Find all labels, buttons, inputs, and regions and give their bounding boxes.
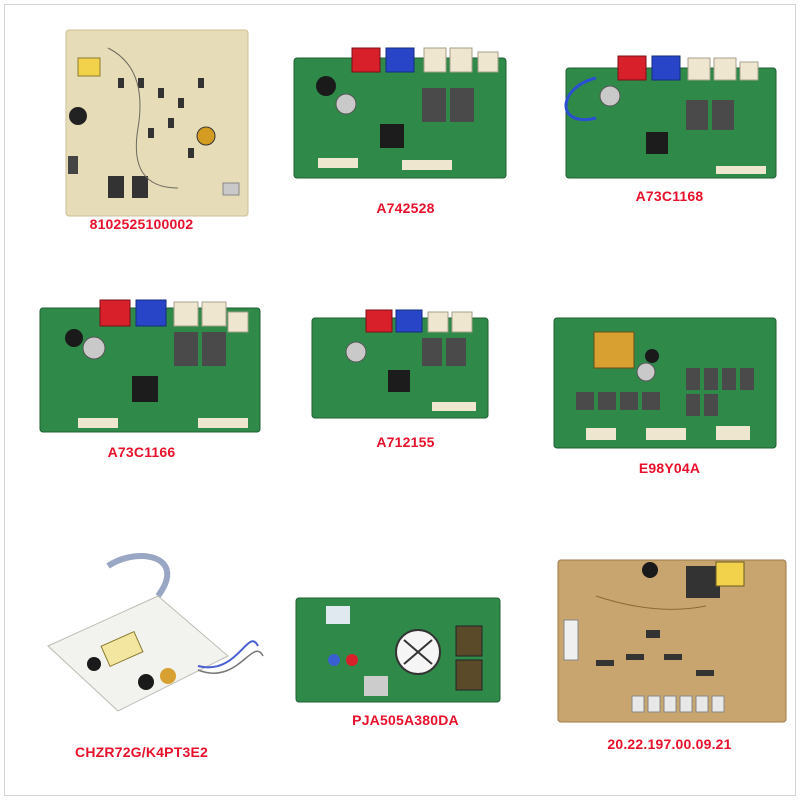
pcb-board-photo bbox=[39, 299, 261, 433]
product-photo-5 bbox=[272, 272, 539, 502]
pcb-board-photo bbox=[47, 553, 264, 712]
product-card-1[interactable]: 8102525100002 bbox=[8, 8, 275, 275]
product-card-4[interactable]: A73C1166 bbox=[8, 272, 275, 539]
product-card-2[interactable]: A742528 bbox=[272, 8, 539, 275]
product-label-9: 20.22.197.00.09.21 bbox=[607, 736, 732, 752]
pcb-board-photo bbox=[295, 597, 501, 703]
product-label-5: A712155 bbox=[376, 434, 435, 450]
product-card-8[interactable]: PJA505A380DA bbox=[272, 536, 539, 803]
product-photo-7 bbox=[8, 536, 275, 766]
product-card-7[interactable]: CHZR72G/K4PT3E2 bbox=[8, 536, 275, 803]
product-card-9[interactable]: 20.22.197.00.09.21 bbox=[536, 536, 802, 803]
product-photo-6 bbox=[536, 272, 802, 502]
product-photo-1 bbox=[8, 8, 275, 238]
pcb-board-photo bbox=[557, 559, 787, 723]
pcb-board-photo bbox=[65, 29, 249, 217]
product-label-8: PJA505A380DA bbox=[352, 712, 459, 728]
product-photo-2 bbox=[272, 8, 539, 238]
product-card-5[interactable]: A712155 bbox=[272, 272, 539, 539]
product-label-2: A742528 bbox=[376, 200, 435, 216]
product-label-7: CHZR72G/K4PT3E2 bbox=[75, 744, 208, 760]
product-photo-9 bbox=[536, 536, 802, 766]
product-label-6: E98Y04A bbox=[638, 460, 701, 476]
product-photo-4 bbox=[8, 272, 275, 502]
pcb-board-photo bbox=[564, 55, 777, 179]
product-label-3: A73C1168 bbox=[635, 188, 704, 204]
product-card-6[interactable]: E98Y04A bbox=[536, 272, 802, 539]
product-photo-3 bbox=[536, 8, 802, 238]
pcb-board-photo bbox=[553, 317, 777, 449]
product-photo-8 bbox=[272, 536, 539, 766]
product-label-4: A73C1166 bbox=[107, 444, 176, 460]
product-label-1: 8102525100002 bbox=[89, 216, 194, 232]
pcb-board-photo bbox=[293, 47, 507, 179]
product-card-3[interactable]: A73C1168 bbox=[536, 8, 802, 275]
pcb-board-photo bbox=[311, 309, 489, 419]
